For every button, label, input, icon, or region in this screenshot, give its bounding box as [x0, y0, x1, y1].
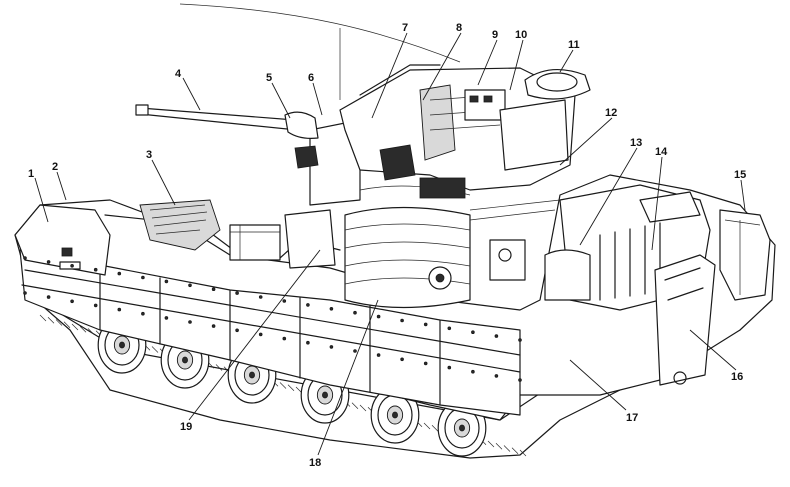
turret [309, 64, 591, 206]
callout-15: 15 [734, 169, 746, 181]
callout-4: 4 [175, 68, 182, 80]
callout-12: 12 [605, 107, 617, 119]
callout-19: 19 [180, 421, 192, 433]
callout-5: 5 [266, 72, 272, 84]
callout-16: 16 [731, 371, 743, 383]
callout-17: 17 [626, 412, 638, 424]
callout-13: 13 [630, 137, 642, 149]
callout-11: 11 [568, 39, 580, 51]
engine-compartment [139, 199, 336, 269]
callout-18: 18 [309, 457, 321, 469]
callout-6: 6 [308, 72, 314, 84]
callout-3: 3 [146, 149, 152, 161]
main-gun [135, 104, 319, 169]
callout-labels: 1 2 3 4 5 6 7 8 9 10 11 12 13 14 15 16 1… [28, 22, 746, 469]
callout-10: 10 [515, 29, 527, 41]
callout-2: 2 [52, 161, 58, 173]
leader-lines [34, 32, 746, 456]
antenna [179, 3, 461, 63]
turret-basket [344, 206, 471, 309]
callout-7: 7 [402, 22, 408, 34]
callout-9: 9 [492, 29, 498, 41]
callout-1: 1 [28, 168, 34, 180]
callout-8: 8 [456, 22, 462, 34]
callout-14: 14 [655, 146, 668, 158]
rear-ramp [654, 209, 771, 386]
